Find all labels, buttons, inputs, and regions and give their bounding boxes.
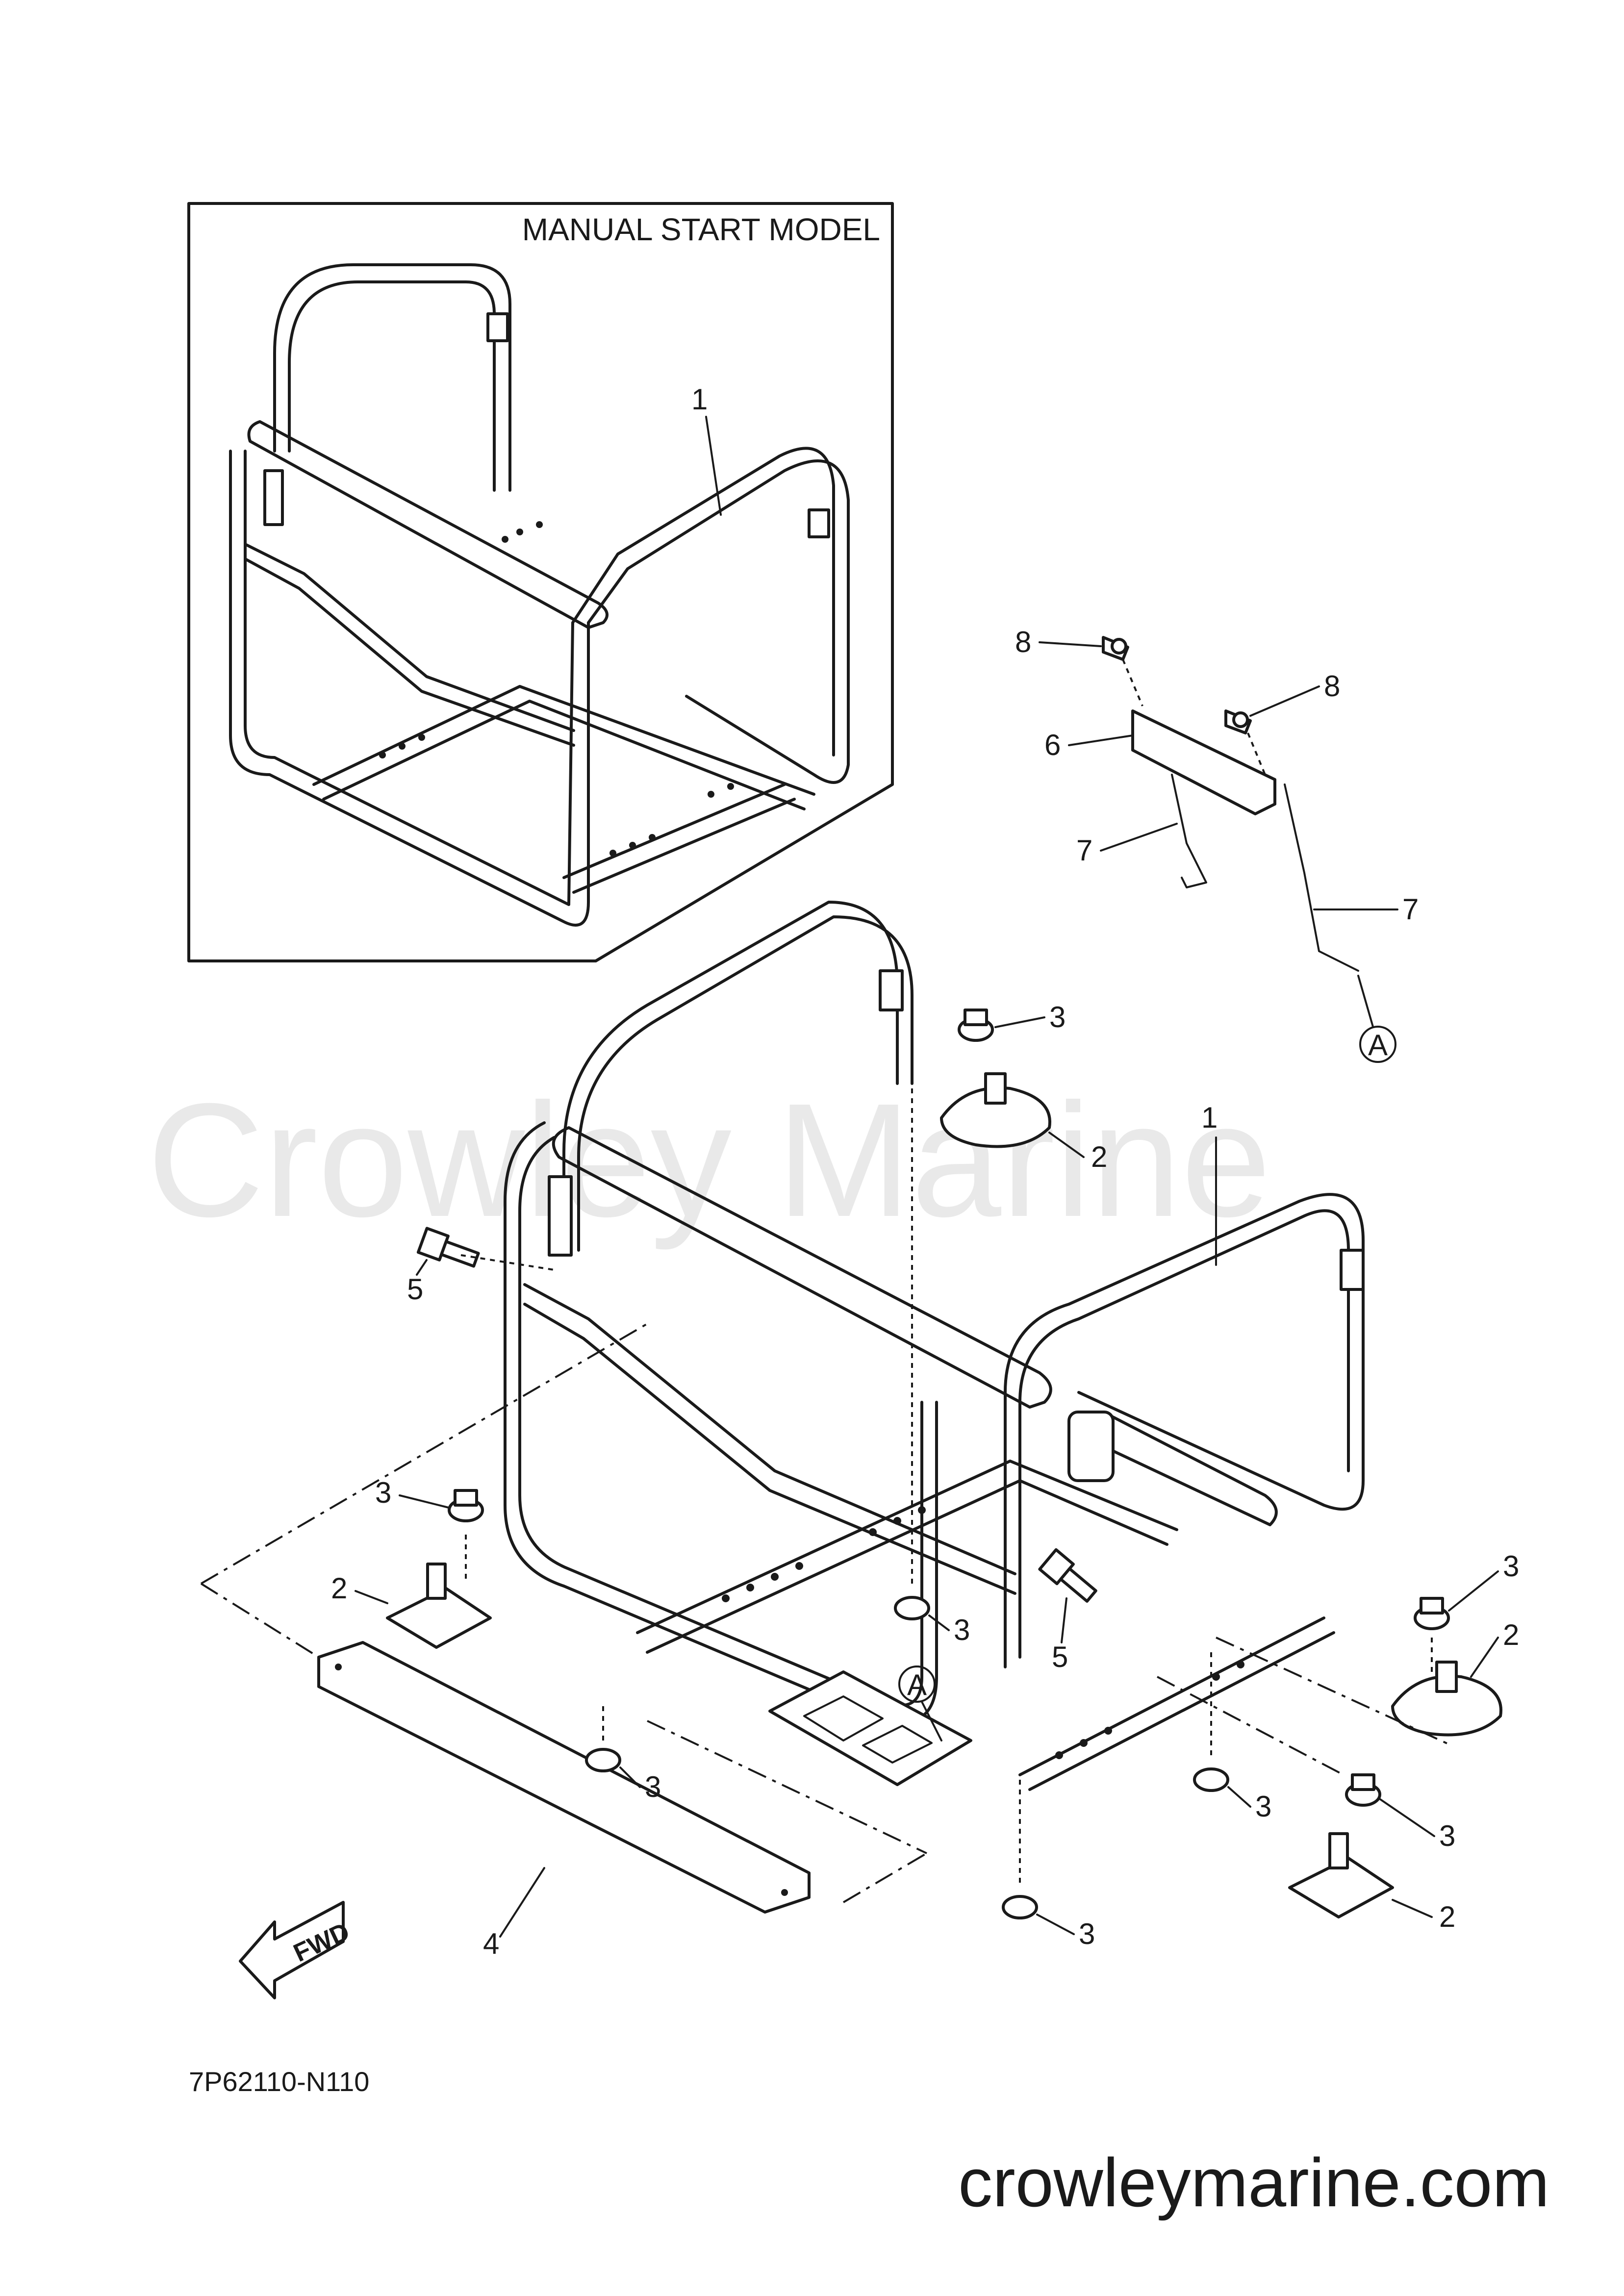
- callout-7-right: 7: [1402, 893, 1419, 926]
- cross-member: [317, 1641, 811, 1914]
- wing-nut-left: [1102, 636, 1129, 661]
- callout-4: 4: [483, 1927, 499, 1960]
- bolt-parts: [416, 1227, 1097, 1603]
- callout-6: 6: [1044, 729, 1061, 761]
- inset-title: MANUAL START MODEL: [522, 212, 880, 247]
- callout-3-b: 3: [375, 1476, 391, 1509]
- callout-2-top: 2: [1091, 1140, 1107, 1173]
- site-url: crowleymarine.com: [958, 2144, 1549, 2221]
- svg-text:A: A: [1368, 1029, 1388, 1061]
- callout-3-h: 3: [1079, 1918, 1095, 1950]
- svg-text:A: A: [907, 1668, 927, 1701]
- callout-3-g: 3: [1439, 1819, 1455, 1852]
- callout-3-c: 3: [954, 1614, 970, 1646]
- callout-2-right: 2: [1503, 1618, 1519, 1651]
- wing-nut-right: [1224, 709, 1252, 734]
- diagram-code: 7P62110-N110: [189, 2066, 369, 2097]
- inset-frame: [229, 263, 850, 927]
- inset-panel: MANUAL START MODEL: [187, 202, 894, 962]
- callout-2-left: 2: [331, 1572, 347, 1605]
- mount-parts: [386, 1072, 1502, 1918]
- callout-5-right: 5: [1052, 1640, 1068, 1673]
- main-frame: [504, 901, 1365, 1791]
- ref-a-tray: A: [898, 1665, 942, 1741]
- callout-7-left: 7: [1076, 834, 1092, 867]
- guide-lines: [200, 1049, 1452, 1903]
- ref-a-top: A: [1357, 975, 1396, 1063]
- inset-callout-1: 1: [691, 383, 708, 416]
- watermark: Crowley Marine: [147, 1069, 1271, 1251]
- callout-5-left: 5: [407, 1273, 423, 1306]
- callout-8-right: 8: [1324, 670, 1340, 703]
- callout-3-a: 3: [1049, 1001, 1066, 1034]
- callout-8-left: 8: [1015, 626, 1031, 658]
- battery-bracket-assembly: [1102, 636, 1359, 972]
- callout-1: 1: [1201, 1101, 1218, 1134]
- callout-3-f: 3: [1503, 1550, 1519, 1583]
- callout-2-bottom: 2: [1439, 1900, 1455, 1933]
- callout-3-e: 3: [1255, 1790, 1271, 1823]
- nut-parts: [448, 1009, 1450, 1919]
- fwd-arrow-icon: FWD: [239, 1901, 354, 1999]
- callouts: 1 2 2 2 2 3 3 3 3 3 3 3 3 4 5 5 6 7: [331, 626, 1519, 1960]
- callout-3-d: 3: [645, 1770, 661, 1803]
